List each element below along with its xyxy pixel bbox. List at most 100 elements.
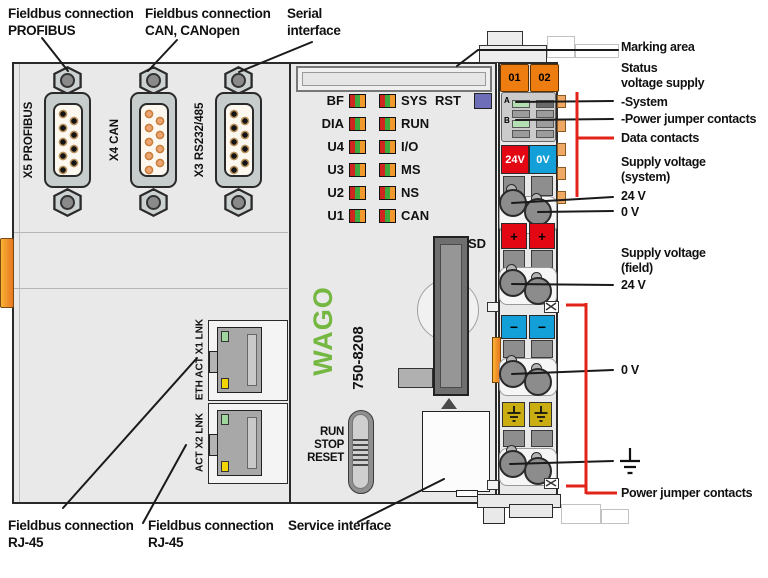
terminal-label-24v: 24V xyxy=(501,145,529,174)
screw-post-bottom xyxy=(139,188,168,217)
rj45-latch-tab xyxy=(209,434,218,456)
io-led-icon xyxy=(379,140,396,154)
data-contact-tab xyxy=(557,167,566,180)
dsub-pin-field xyxy=(138,103,169,177)
rj45-port-x2 xyxy=(208,403,288,484)
callout-fieldbus-profibus: Fieldbus connection PROFIBUS xyxy=(8,6,134,38)
sd-eject-latch xyxy=(398,368,433,388)
screw-post-bottom xyxy=(53,188,82,217)
u1-led-icon xyxy=(349,209,366,223)
status-contact xyxy=(536,110,554,118)
status-led-block: A B xyxy=(501,92,556,142)
terminal-0v-field-2 xyxy=(524,368,552,396)
rj45-jack xyxy=(217,327,262,393)
rail-clip-top-wide xyxy=(479,45,547,63)
callout-status-voltage-supply: Status voltage supply xyxy=(621,61,705,90)
jumper-status-led xyxy=(512,120,530,128)
terminal-label-minus: − xyxy=(501,315,527,339)
dsub-body xyxy=(44,92,91,188)
callout-data-contacts: Data contacts xyxy=(621,131,700,145)
dsub-connector-x4-can xyxy=(130,66,177,218)
data-contact-tab xyxy=(557,95,566,108)
terminal-label-0v: 0V xyxy=(529,145,557,174)
screw-post-top xyxy=(224,66,253,95)
terminal-label-ground xyxy=(502,402,525,427)
sys-led-icon xyxy=(379,94,396,108)
callout-marking-area: Marking area xyxy=(621,40,695,54)
terminal-0v-field xyxy=(499,360,527,388)
rj45-port1-labels: ETH ACT X1 LNK xyxy=(194,318,206,401)
led-label-sys: SYS xyxy=(401,93,428,108)
data-contact-tab xyxy=(557,143,566,156)
terminal-24v-system xyxy=(499,189,527,217)
reset-button xyxy=(474,93,492,109)
rj45-port2-labels: ACT X2 LNK xyxy=(194,413,206,472)
screw-icon xyxy=(231,73,246,88)
dsub-connector-x5-profibus xyxy=(44,66,91,218)
ms-led-icon xyxy=(379,163,396,177)
terminal-label-plus: + xyxy=(529,223,555,249)
data-contact-tab xyxy=(557,191,566,204)
status-contact xyxy=(512,130,530,138)
din-rail-outline-top-2 xyxy=(575,44,619,58)
sd-card-slot xyxy=(433,236,469,396)
callout-power-jumper-contacts-bottom: Power jumper contacts xyxy=(621,486,753,500)
screw-post-bottom xyxy=(224,188,253,217)
callout-supply-field-24v: 24 V xyxy=(621,278,646,292)
led-label-ns: NS xyxy=(401,185,420,200)
status-contact xyxy=(512,110,530,118)
rail-foot-right xyxy=(509,504,553,518)
din-rail-outline-bottom-2 xyxy=(601,509,629,524)
screw-icon xyxy=(146,195,161,210)
terminal-24v-field-2 xyxy=(524,277,552,305)
arrow-up-icon xyxy=(441,398,457,409)
callout-supply-system-24v: 24 V xyxy=(621,189,646,203)
clamp-opening xyxy=(531,430,553,447)
din-rail-outline-bottom-1 xyxy=(561,504,601,524)
earth-ground-icon xyxy=(507,406,520,422)
u2-led-icon xyxy=(349,186,366,200)
activity-led xyxy=(221,461,229,472)
u4-led-icon xyxy=(349,140,366,154)
led-label-ms: MS xyxy=(401,162,421,177)
housing-seam-1 xyxy=(14,232,288,233)
mode-switch-labels: RUN STOP RESET xyxy=(307,426,344,464)
service-interface-notch xyxy=(456,490,478,497)
u3-led-icon xyxy=(349,163,366,177)
can-led-icon xyxy=(379,209,396,223)
bf-led-icon xyxy=(349,94,366,108)
link-led xyxy=(221,414,229,425)
data-contact-tab xyxy=(557,119,566,132)
module-divider xyxy=(289,62,291,504)
connector-label-x3: X3 RS232/485 xyxy=(194,102,206,178)
callout-supply-field-0v: 0 V xyxy=(621,363,639,377)
dsub-body xyxy=(215,92,262,188)
callout-supply-voltage-system: Supply voltage (system) xyxy=(621,155,706,184)
side-notch xyxy=(487,480,499,490)
callout-fieldbus-rj45-1: Fieldbus connection RJ-45 xyxy=(8,518,134,550)
activity-led xyxy=(221,378,229,389)
callout-serial-interface: Serial interface xyxy=(287,6,341,38)
led-label-io: I/O xyxy=(401,139,419,154)
led-label-u1: U1 xyxy=(327,208,344,223)
dsub-pin-field xyxy=(52,103,83,177)
clamp-opening xyxy=(531,176,553,196)
earth-ground-icon xyxy=(620,448,640,475)
marking-slot-02: 02 xyxy=(530,64,559,92)
terminal-label-minus: − xyxy=(529,315,555,339)
bracket-power-jumper-contacts xyxy=(566,303,617,495)
dia-led-icon xyxy=(349,117,366,131)
led-label-u2: U2 xyxy=(327,185,344,200)
release-latch-orange xyxy=(0,238,14,308)
rj45-port-x1 xyxy=(208,320,288,401)
led-label-dia: DIA xyxy=(321,116,344,131)
dsub-connector-x3-serial xyxy=(215,66,262,218)
marking-slot-01: 01 xyxy=(500,64,529,92)
terminal-label-plus: + xyxy=(501,223,527,249)
screw-icon xyxy=(60,73,75,88)
callout-service-interface: Service interface xyxy=(288,518,391,533)
reset-label: RST xyxy=(435,93,461,108)
rj45-latch-tab xyxy=(209,351,218,373)
screw-icon xyxy=(146,73,161,88)
model-number: 750-8208 xyxy=(350,326,367,390)
